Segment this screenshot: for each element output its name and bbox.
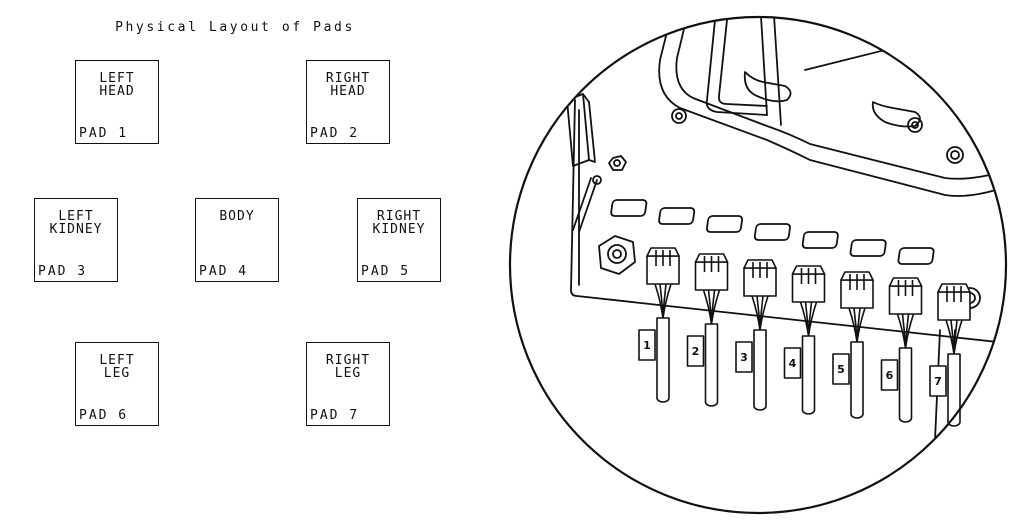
connector-detail-illustration: 1 2 3 4 5 6 7 [508,15,1008,515]
cable-tag-number: 2 [692,345,700,358]
cable-tag-number: 5 [837,363,845,376]
connector-2: 2 [686,253,729,407]
hex-nut [608,155,627,171]
mounting-bracket-inner [675,17,1006,180]
screw-hole [946,146,964,164]
pad-box-left-kidney: LEFT KIDNEY PAD 3 [34,198,118,282]
cable-tag-number: 4 [789,357,797,370]
connector-1: 1 [638,247,680,403]
cable-tag-number: 3 [740,351,748,364]
pad-box-left-head: LEFT HEAD PAD 1 [75,60,159,144]
screw-hole [911,121,919,129]
pad-name: RIGHT LEG [325,353,371,381]
slot [801,231,839,249]
wire [710,289,721,325]
wire [904,313,915,349]
hex-post [598,235,636,275]
slot-row [610,199,935,265]
pad-id: PAD 4 [199,264,249,279]
cable [898,347,913,423]
rod-end [592,175,602,185]
pad-name: BODY [219,209,255,224]
slot [897,247,935,265]
cable [801,335,816,415]
pad-id: PAD 6 [79,408,129,423]
pad-name: RIGHT HEAD [325,71,371,99]
pad-id: PAD 2 [310,126,360,141]
wire [662,283,672,319]
wire [953,319,963,355]
wire [807,301,818,337]
cable-tag-number: 1 [643,339,651,352]
slot [658,207,696,225]
pad-name: RIGHT KIDNEY [372,209,426,237]
pad-id: PAD 5 [361,264,411,279]
connector-3: 3 [735,259,777,411]
pad-name: LEFT HEAD [99,71,135,99]
bracket-clip [743,71,792,103]
cable [850,341,864,419]
slot [706,215,744,233]
connector-4: 4 [783,265,826,415]
cable-tag-number: 7 [934,375,942,388]
pad-box-left-leg: LEFT LEG PAD 6 [75,342,159,426]
wire [856,307,866,343]
mounting-bracket-outline [658,17,1006,197]
cable-tag [686,335,705,367]
cable-tag [880,359,899,391]
wire-rod [572,177,598,233]
pad-id: PAD 3 [38,264,88,279]
screw-hole [950,150,960,160]
connector-6: 6 [880,277,923,423]
connector-7: 7 [929,283,971,427]
screw-hole [907,117,923,133]
pad-name: LEFT LEG [99,353,135,381]
hex-post-hole [612,249,622,259]
cable-tag [929,365,947,397]
slot [610,199,648,217]
bracket-clip [871,101,921,128]
slot [849,239,887,257]
screw-hole [671,108,687,124]
connector-5: 5 [832,271,874,419]
screw-hole [675,112,683,120]
hex-nut-hole [613,159,621,167]
side-tab [566,93,590,167]
pad-id: PAD 7 [310,408,360,423]
cable-tag [638,329,656,361]
pad-box-right-kidney: RIGHT KIDNEY PAD 5 [357,198,441,282]
cable [753,329,767,411]
slot [753,223,791,241]
pad-box-right-head: RIGHT HEAD PAD 2 [306,60,390,144]
cable-tag [735,341,753,373]
hex-post-hole [607,244,627,264]
cable [656,317,670,403]
detail-circle-border [508,15,1008,515]
pad-id: PAD 1 [79,126,129,141]
pad-name: LEFT KIDNEY [49,209,103,237]
connector-group: 1 2 3 4 5 6 7 [638,247,971,427]
cable-tag [832,353,850,385]
pad-box-body: BODY PAD 4 [195,198,279,282]
pad-box-right-leg: RIGHT LEG PAD 7 [306,342,390,426]
cable-tag-number: 6 [886,369,894,382]
cable [704,323,719,407]
diagram-title: Physical Layout of Pads [115,20,355,35]
cable-tag [783,347,802,379]
wire [759,295,769,331]
